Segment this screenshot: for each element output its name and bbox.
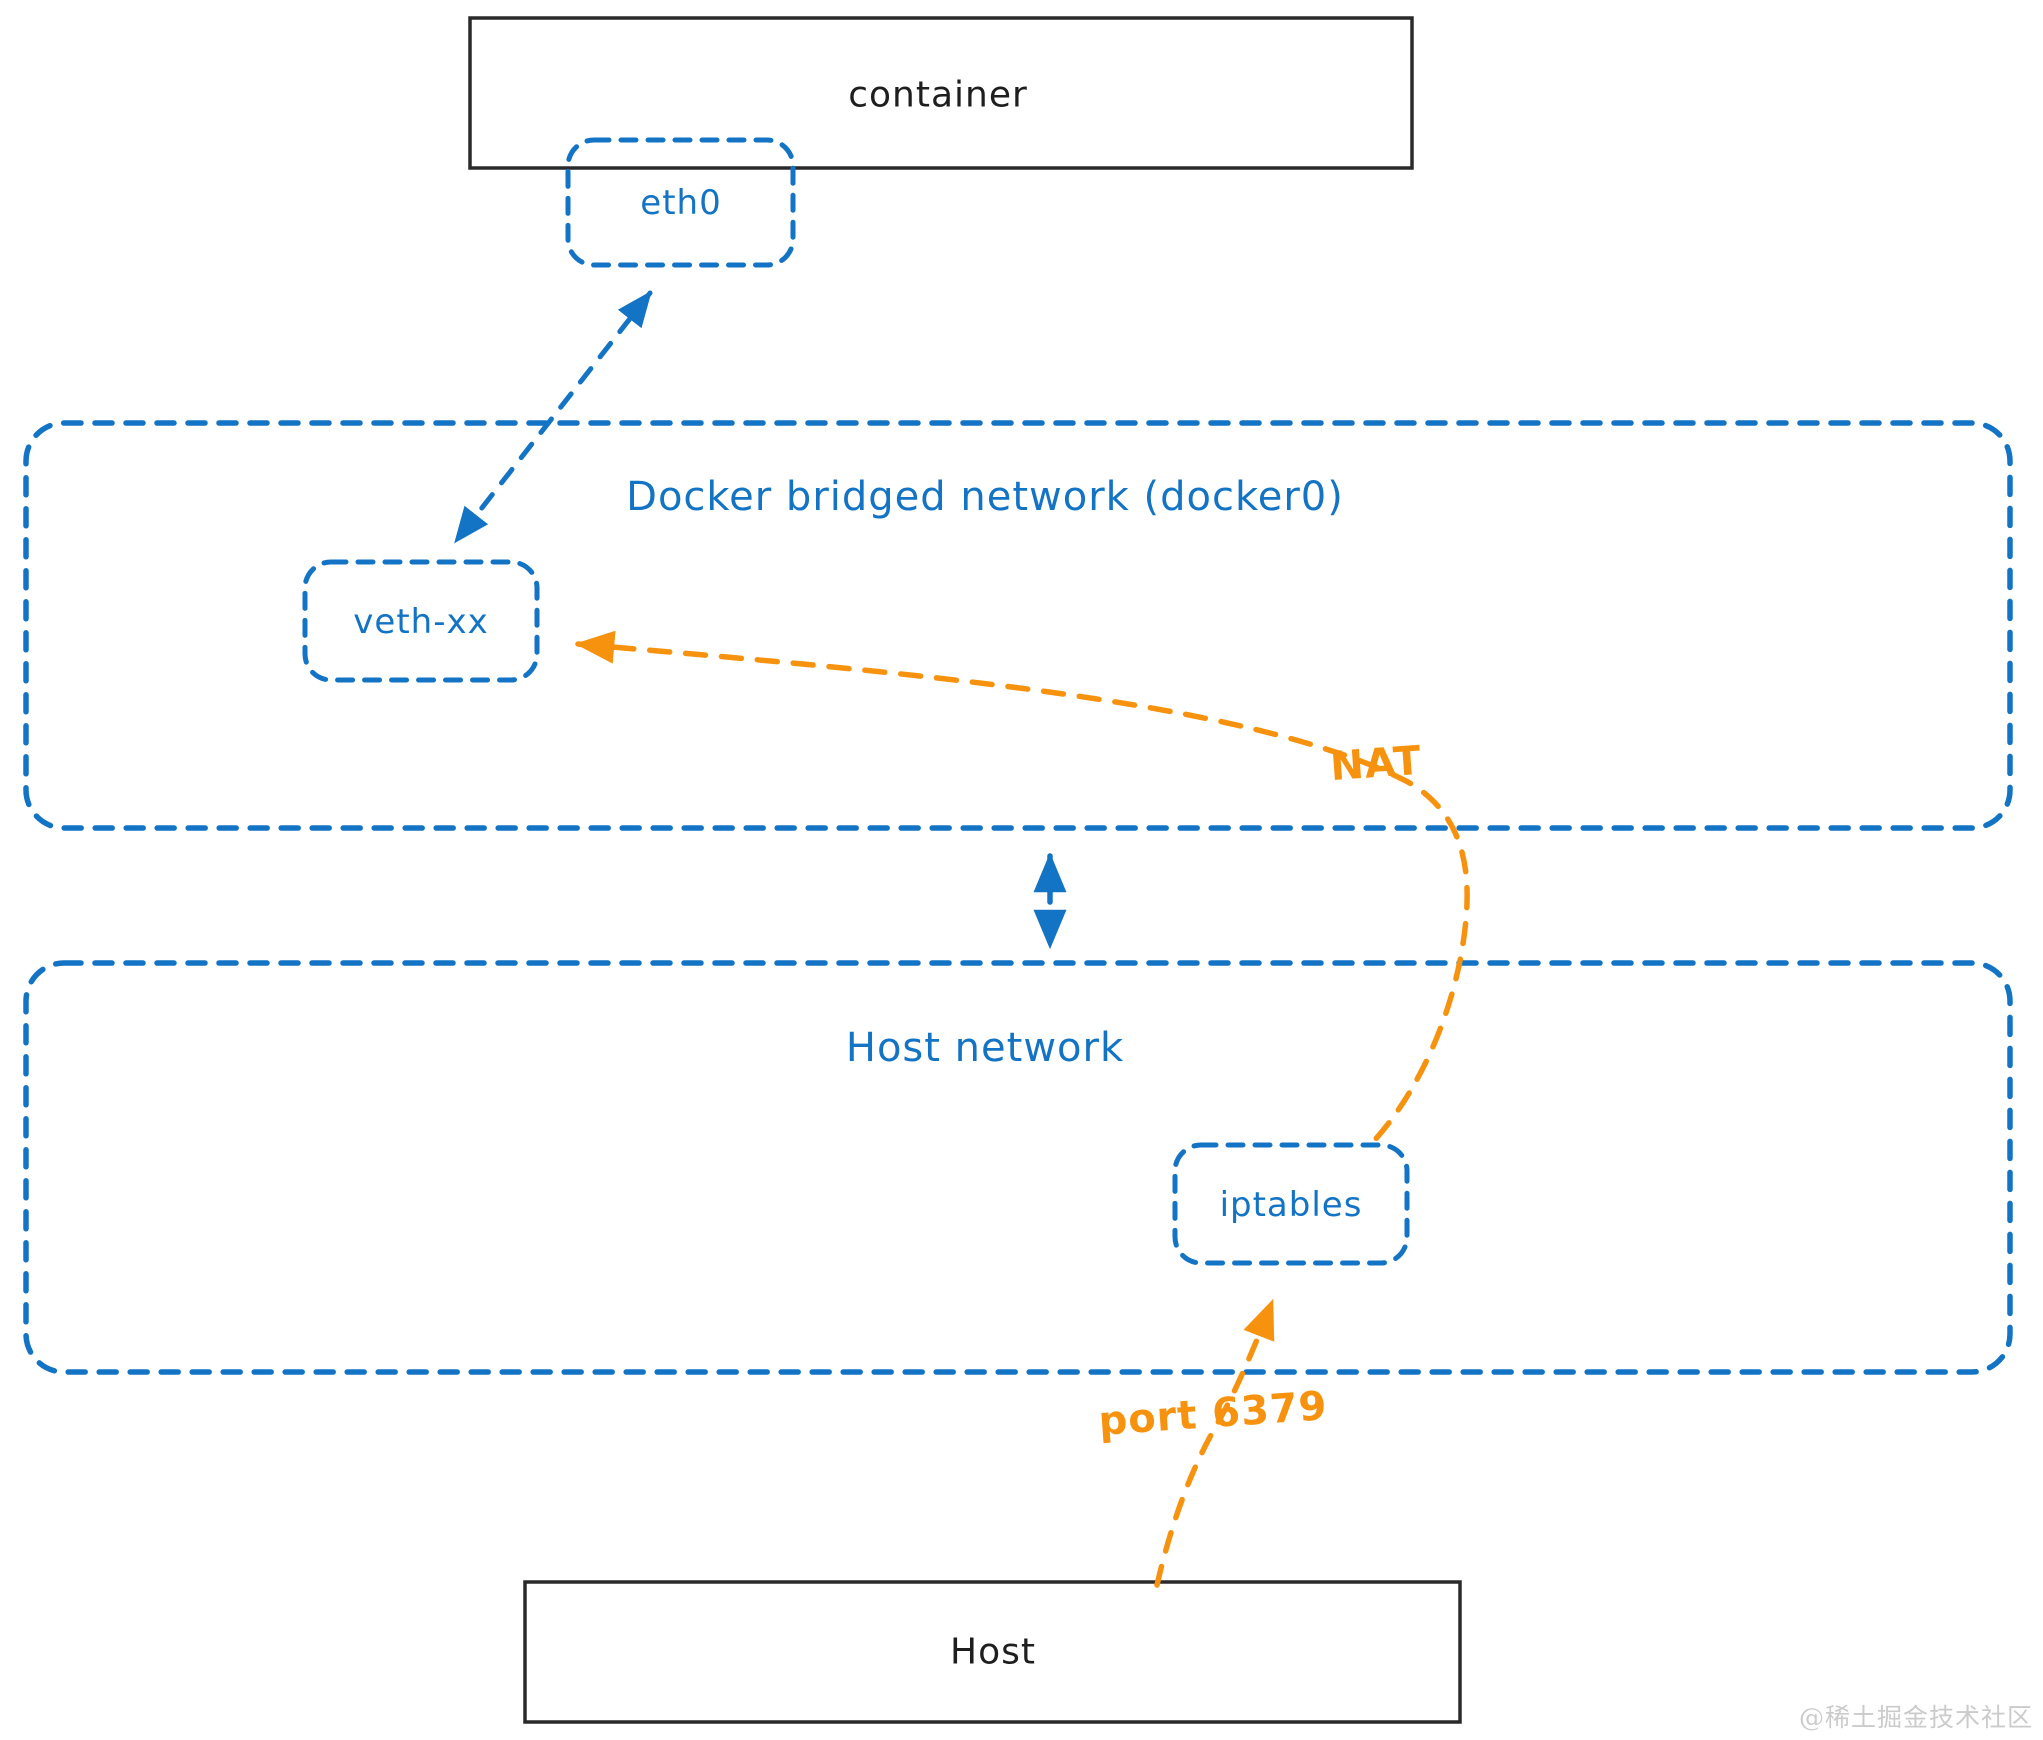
container-label: container [848, 74, 1028, 116]
iptables-box [1172, 1142, 1410, 1266]
veth-label: veth-xx [353, 602, 489, 642]
edge-eth0-veth-arrow [453, 290, 653, 544]
eth0-box [565, 137, 796, 268]
edge-nat-arrow [574, 630, 1470, 1146]
docker-network-label: Docker bridged network (docker0) [626, 474, 1344, 520]
host-network-box [23, 960, 2013, 1375]
host-box [523, 1580, 1462, 1724]
nat-label: NAT [1328, 737, 1424, 791]
host-network-label: Host network [845, 1025, 1125, 1071]
veth-box [302, 559, 540, 683]
edge-port-arrow [1154, 1298, 1275, 1588]
iptables-label: iptables [1219, 1185, 1363, 1225]
container-box [468, 16, 1414, 170]
watermark: @稀土掘金技术社区 [1798, 1703, 2033, 1732]
eth0-label: eth0 [640, 183, 722, 223]
host-label: Host [950, 1631, 1036, 1673]
